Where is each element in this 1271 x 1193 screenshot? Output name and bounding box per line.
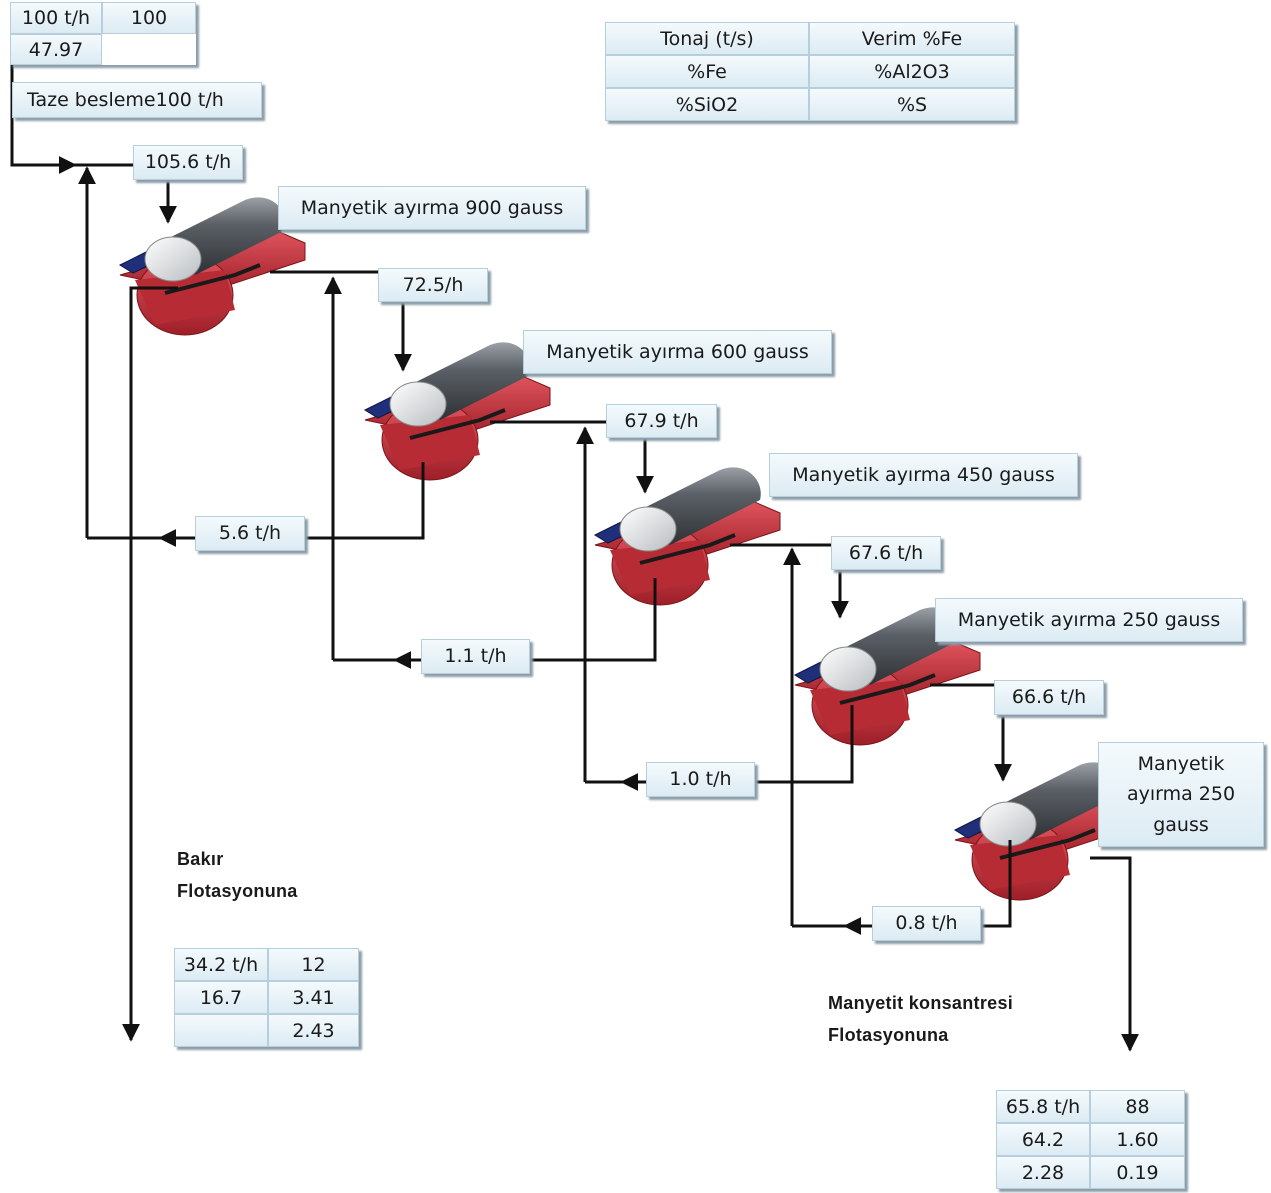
concentrate-tonnage: 65.8 t/h <box>996 1090 1090 1123</box>
flow-combined-feed: 105.6 t/h <box>133 145 243 180</box>
legend-fe: %Fe <box>605 55 809 88</box>
concentrate-fe: 64.2 <box>996 1123 1090 1156</box>
flow-mag-3: 67.6 t/h <box>831 536 941 570</box>
separator-5-label: Manyetik ayırma 250 gauss <box>1098 742 1264 847</box>
flow-nonmag-4: 1.0 t/h <box>646 762 755 797</box>
legend-table: Tonaj (t/s) Verim %Fe %Fe %Al2O3 %SiO2 %… <box>605 22 1015 121</box>
flow-nonmag-3: 1.1 t/h <box>421 639 530 674</box>
flow-lines <box>10 60 1139 1052</box>
legend-al2o3: %Al2O3 <box>809 55 1015 88</box>
flow-mag-2: 67.9 t/h <box>606 404 717 438</box>
tailings-destination-title: Bakır Flotasyonuna <box>177 843 298 907</box>
concentrate-table: 65.8 t/h 88 64.2 1.60 2.28 0.19 <box>996 1090 1185 1189</box>
concentrate-al2o3: 1.60 <box>1090 1123 1185 1156</box>
separator-4-label: Manyetik ayırma 250 gauss <box>935 598 1243 642</box>
feed-tonnage: 100 t/h <box>10 2 102 34</box>
concentrate-sio2: 2.28 <box>996 1156 1090 1189</box>
legend-sio2: %SiO2 <box>605 88 809 121</box>
feed-recovery: 100 <box>102 2 196 34</box>
flow-mag-1: 72.5/h <box>378 268 488 302</box>
concentrate-recovery: 88 <box>1090 1090 1185 1123</box>
separator-1-label: Manyetik ayırma 900 gauss <box>278 186 586 230</box>
concentrate-s: 0.19 <box>1090 1156 1185 1189</box>
feed-table: 100 t/h 100 47.97 <box>10 2 196 65</box>
separator-2-label: Manyetik ayırma 600 gauss <box>523 330 832 374</box>
tailings-table: 34.2 t/h 12 16.7 3.41 2.43 <box>174 948 359 1047</box>
legend-tonnage: Tonaj (t/s) <box>605 22 809 55</box>
magnetic-separator-3 <box>593 465 782 607</box>
fresh-feed-label: Taze besleme100 t/h <box>12 82 262 118</box>
tailings-s: 2.43 <box>268 1014 359 1047</box>
flow-nonmag-5: 0.8 t/h <box>872 906 981 941</box>
tailings-title-line2: Flotasyonuna <box>177 881 298 901</box>
separator-3-label: Manyetik ayırma 450 gauss <box>769 453 1078 497</box>
feed-fe: 47.97 <box>10 34 102 65</box>
tailings-tonnage: 34.2 t/h <box>174 948 268 981</box>
legend-recovery-fe: Verim %Fe <box>809 22 1015 55</box>
tailings-recovery: 12 <box>268 948 359 981</box>
legend-s: %S <box>809 88 1015 121</box>
tailings-fe: 16.7 <box>174 981 268 1014</box>
tailings-sio2 <box>174 1014 268 1047</box>
concentrate-title-line2: Flotasyonuna <box>828 1025 949 1045</box>
tailings-al2o3: 3.41 <box>268 981 359 1014</box>
flow-mag-4: 66.6 t/h <box>994 680 1104 715</box>
tailings-title-line1: Bakır <box>177 849 224 869</box>
flow-nonmag-2: 5.6 t/h <box>195 516 305 551</box>
concentrate-destination-title: Manyetit konsantresi Flotasyonuna <box>828 987 1013 1051</box>
concentrate-title-line1: Manyetit konsantresi <box>828 993 1014 1013</box>
